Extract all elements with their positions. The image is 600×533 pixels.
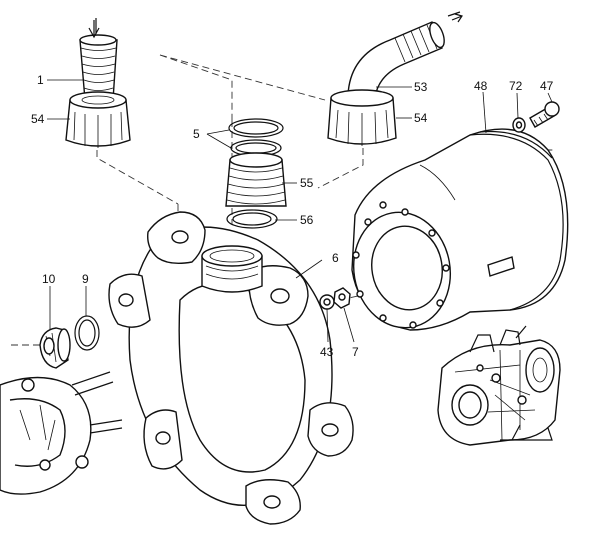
label-part-43: 43: [320, 345, 334, 359]
label-part-55: 55: [300, 176, 314, 190]
o-ring-part-9: [74, 315, 100, 351]
label-part-1: 1: [37, 73, 44, 87]
label-part-7: 7: [352, 345, 359, 359]
pump-body-part-6: [108, 211, 354, 525]
union-nut-part-54-left: [65, 91, 131, 148]
hose-tail-part-1: [79, 18, 118, 101]
label-part-5: 5: [193, 127, 200, 141]
union-nut-part-54-right: [327, 89, 397, 146]
elbow-hose-tail-part-53: [347, 11, 463, 99]
label-part-48: 48: [474, 79, 488, 93]
washer-part-72: [512, 117, 526, 133]
label-part-9: 9: [82, 272, 89, 286]
label-part-53: 53: [414, 80, 428, 94]
screw-part-47: [529, 101, 560, 128]
leader-lines: [47, 79, 553, 343]
adjacent-casing-partial: [0, 371, 123, 495]
o-rings-part-5: [228, 118, 284, 157]
assembly-thumbnail: [437, 325, 561, 446]
part-labels: 1 54 5 55 56 53 54 48 72 47 10 9 6 43 7: [31, 73, 554, 359]
threaded-nipple-part-55: [225, 152, 287, 207]
label-part-54-left: 54: [31, 112, 45, 126]
label-part-10: 10: [42, 272, 56, 286]
label-part-47: 47: [540, 79, 554, 93]
label-part-56: 56: [300, 213, 314, 227]
seal-ring-part-56: [226, 209, 278, 229]
label-part-6: 6: [332, 251, 339, 265]
label-part-72: 72: [509, 79, 523, 93]
valve-part-10: [39, 327, 71, 369]
housing-cover-part-48: [351, 128, 569, 331]
label-part-54-right: 54: [414, 111, 428, 125]
washer-part-43: [319, 294, 335, 310]
nut-part-7: [333, 287, 351, 309]
